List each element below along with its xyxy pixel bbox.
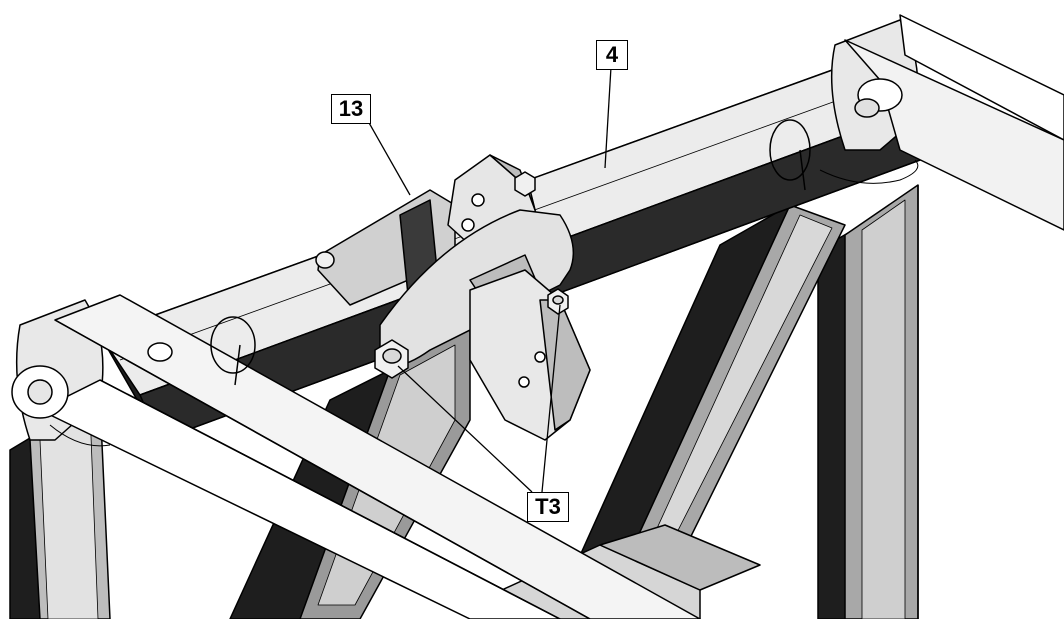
callout-part-13: 13 xyxy=(331,94,371,124)
right-vertical-post xyxy=(817,184,919,619)
hanging-bracket xyxy=(469,269,591,441)
bolt-nut-right xyxy=(547,288,569,315)
diagonal-brace-right xyxy=(559,204,846,619)
right-end-plate xyxy=(830,14,1064,231)
callout-part-4: 4 xyxy=(596,40,628,70)
hitch-pin-left xyxy=(11,316,256,447)
leader-t3-b xyxy=(541,304,561,493)
front-angled-tube xyxy=(39,294,701,619)
leader-13 xyxy=(367,120,411,196)
bolt-nut-top xyxy=(514,171,536,197)
leader-lines xyxy=(367,66,612,493)
leader-4 xyxy=(604,66,612,169)
leader-t3-a xyxy=(397,365,533,493)
left-vertical-post xyxy=(9,399,111,619)
hitch-pin-right xyxy=(769,78,919,191)
callout-part-t3: T3 xyxy=(527,492,569,522)
bolt-nut-rear xyxy=(315,251,335,269)
